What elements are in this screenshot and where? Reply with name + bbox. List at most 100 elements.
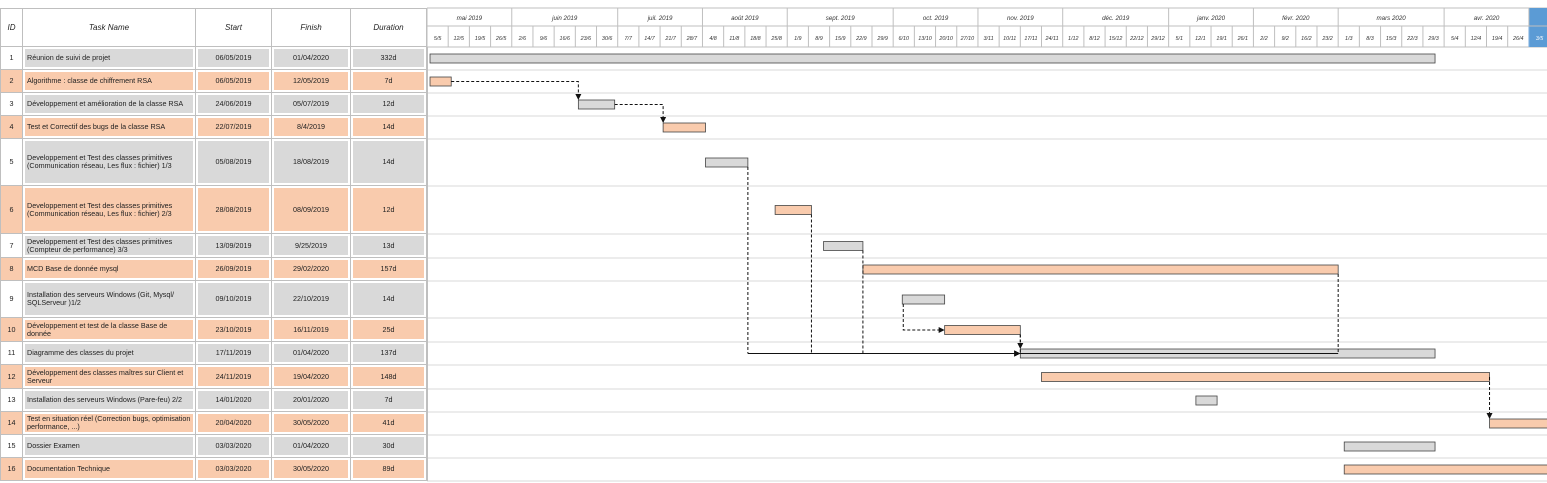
task-start: 06/05/2019 <box>196 47 272 70</box>
task-id: 7 <box>0 234 23 258</box>
gantt-bar <box>901 294 946 305</box>
week-label: 9/2 <box>1281 36 1289 42</box>
task-finish-text: 01/04/2020 <box>274 49 348 67</box>
task-finish-text: 16/11/2019 <box>274 320 348 339</box>
task-name: Réunion de suivi de projet <box>23 47 196 70</box>
task-duration: 12d <box>351 93 427 116</box>
task-duration-text: 7d <box>353 72 424 90</box>
task-finish: 8/4/2019 <box>272 116 351 139</box>
week-label: 5/5 <box>434 36 442 42</box>
gantt-bar <box>705 157 749 168</box>
week-label: 22/9 <box>855 36 867 42</box>
month-label: oct. 2019 <box>923 15 949 22</box>
task-duration: 14d <box>351 116 427 139</box>
task-finish: 01/04/2020 <box>272 342 351 365</box>
week-label: 13/10 <box>918 36 932 42</box>
month-label: sept. 2019 <box>826 15 855 22</box>
gantt-bar <box>577 99 616 110</box>
task-duration-text: 25d <box>353 320 424 339</box>
task-id: 13 <box>0 389 23 412</box>
task-duration-text: 13d <box>353 236 424 255</box>
task-duration-text: 157d <box>353 260 424 278</box>
task-duration: 7d <box>351 70 427 93</box>
task-finish: 01/04/2020 <box>272 435 351 458</box>
task-finish-text: 01/04/2020 <box>274 437 348 455</box>
month-label: mars 2020 <box>1377 15 1407 22</box>
week-label: 6/10 <box>899 36 910 42</box>
week-label: 8/9 <box>815 36 823 42</box>
task-name-text: Réunion de suivi de projet <box>25 49 193 67</box>
week-label: 15/3 <box>1386 36 1397 42</box>
week-label: 22/12 <box>1129 36 1144 42</box>
task-name: Développement des classes maîtres sur Cl… <box>23 365 196 389</box>
task-id: 15 <box>0 435 23 458</box>
task-name: Dossier Examen <box>23 435 196 458</box>
task-start-text: 06/05/2019 <box>198 49 269 67</box>
month-highlight <box>1528 8 1547 47</box>
week-label: 4/8 <box>709 36 717 42</box>
task-duration: 30d <box>351 435 427 458</box>
task-name: Algorithme : classe de chiffrement RSA <box>23 70 196 93</box>
task-start: 23/10/2019 <box>196 318 272 342</box>
task-start: 05/08/2019 <box>196 139 272 186</box>
task-name-text: Développement des classes maîtres sur Cl… <box>25 367 193 386</box>
task-name: Documentation Technique <box>23 458 196 481</box>
header-finish: Finish <box>272 8 351 47</box>
week-label: 9/6 <box>540 36 548 42</box>
task-duration-text: 14d <box>353 118 424 136</box>
week-label: 1/9 <box>794 36 802 42</box>
task-id: 11 <box>0 342 23 365</box>
task-start: 20/04/2020 <box>196 412 272 435</box>
task-start-text: 13/09/2019 <box>198 236 269 255</box>
header-duration: Duration <box>351 8 427 47</box>
month-label: mai 2019 <box>457 15 483 22</box>
task-finish: 08/09/2019 <box>272 186 351 234</box>
task-finish-text: 29/02/2020 <box>274 260 348 278</box>
month-label: juin 2019 <box>551 15 578 22</box>
task-finish-text: 9/25/2019 <box>274 236 348 255</box>
task-duration-text: 148d <box>353 367 424 386</box>
task-duration: 89d <box>351 458 427 481</box>
task-name-text: Algorithme : classe de chiffrement RSA <box>25 72 193 90</box>
gantt-bar <box>862 264 1339 275</box>
task-name: Developpement et Test des classes primit… <box>23 186 196 234</box>
week-label: 29/3 <box>1427 36 1439 42</box>
gantt-bar <box>1343 464 1547 475</box>
task-name-text: Développement et amélioration de la clas… <box>25 95 193 113</box>
task-duration-text: 14d <box>353 141 424 183</box>
task-start-text: 22/07/2019 <box>198 118 269 136</box>
task-name-text: Developpement et Test des classes primit… <box>25 141 193 183</box>
week-label: 12/5 <box>454 36 465 42</box>
task-id: 9 <box>0 281 23 318</box>
dependency-arrow <box>1014 350 1021 357</box>
task-finish-text: 19/04/2020 <box>274 367 348 386</box>
task-id: 10 <box>0 318 23 342</box>
task-duration: 137d <box>351 342 427 365</box>
header-id: ID <box>0 8 23 47</box>
task-start-text: 03/03/2020 <box>198 437 269 455</box>
week-label: 5/1 <box>1175 36 1183 42</box>
week-label: 7/7 <box>625 36 633 42</box>
task-finish-text: 05/07/2019 <box>274 95 348 113</box>
task-start: 22/07/2019 <box>196 116 272 139</box>
week-label: 19/4 <box>1492 36 1503 42</box>
task-name: Developpement et Test des classes primit… <box>23 234 196 258</box>
task-start-text: 28/08/2019 <box>198 188 269 231</box>
header-start: Start <box>196 8 272 47</box>
task-name-text: Test en situation réel (Correction bugs,… <box>25 414 193 432</box>
dependency-arrow <box>660 117 667 123</box>
gantt-bar <box>823 241 864 251</box>
week-label: 23/6 <box>580 36 592 42</box>
task-start-text: 26/09/2019 <box>198 260 269 278</box>
gantt-bar <box>1041 372 1490 382</box>
week-label: 26/4 <box>1512 36 1524 42</box>
task-duration-text: 12d <box>353 188 424 231</box>
task-name: Installation des serveurs Windows (Git, … <box>23 281 196 318</box>
month-label: janv. 2020 <box>1196 15 1226 22</box>
month-label: déc. 2019 <box>1102 15 1130 22</box>
week-label: 3/11 <box>983 36 993 42</box>
task-start-text: 03/03/2020 <box>198 460 269 478</box>
task-start: 03/03/2020 <box>196 435 272 458</box>
